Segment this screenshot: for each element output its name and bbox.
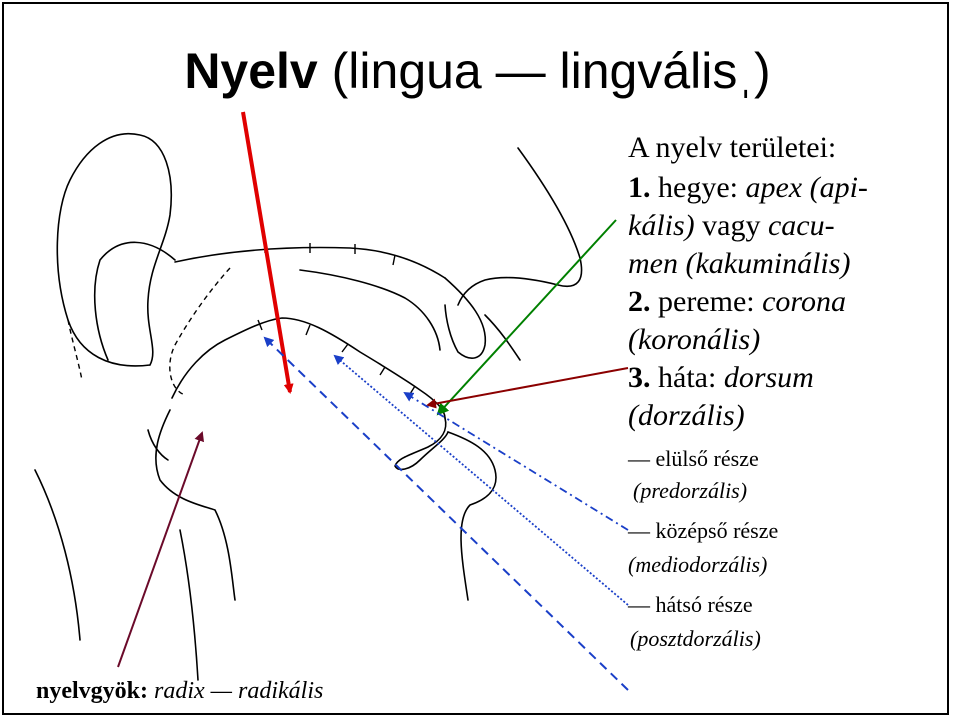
neck-outline [35,470,80,640]
lower-teeth-outline [395,418,448,469]
mediodorsum-arrow [335,356,628,605]
apex-line-1: 1. hegye: apex (api- [628,170,868,206]
upper-pharynx-outline [95,242,175,360]
front-adj: (predorzális) [633,478,747,504]
jaw-outline [156,410,235,600]
nose-outline [458,148,582,305]
nasal-opening [485,315,520,360]
upper-lip-outline [445,278,485,358]
apex-arrow [438,220,616,414]
corona-num: 2. [628,285,651,318]
dorsum-adj: (dorzális) [628,398,745,434]
epiglottis-outline [148,430,168,460]
dorsum-num: 3. [628,361,651,394]
corona-adj: (koronális) [628,322,760,358]
dorsum-line: 3. háta: dorsum [628,360,814,396]
upper-teeth-ridge [300,270,440,350]
throat-outline [180,530,198,680]
velum-dashed-2 [170,268,230,395]
corona-text: pereme: [651,285,763,318]
corona-term: corona [762,285,846,318]
root-arrow [118,433,202,667]
back-label: — hátsó része [628,592,753,618]
corona-arrow [428,368,628,405]
cacumen-term: cacu- [768,209,835,242]
root-label: nyelvgyök: radix — radikális [36,678,323,704]
apex-or: vagy [695,209,768,242]
title-arrow [243,112,290,392]
predorsum-arrow [405,393,628,530]
apex-term: apex (api- [745,171,867,204]
corona-line: 2. pereme: corona [628,284,846,320]
root-bold: nyelvgyök: [36,678,148,704]
lower-lip-outline [448,432,496,600]
mid-label: — középső része [628,518,778,544]
root-term: radix — radikális [148,678,323,704]
tongue-outline [172,318,445,418]
tongue-tick [342,344,348,352]
nasal-cavity-outline [57,134,171,366]
back-adj: (posztdorzális) [630,626,761,652]
front-label: — elülső része [628,446,759,472]
palate-tick [393,255,395,265]
tongue-tick [306,325,310,335]
mid-adj: (mediodorzális) [628,552,767,578]
velum-dashed-1 [68,320,82,380]
apex-text: hegye: [651,171,746,204]
apex-line-2: kális) vagy cacu- [628,208,835,244]
dorsum-text: háta: [651,361,724,394]
areas-heading: A nyelv területei: [628,130,836,166]
cacumen-term-cont: men (kakuminális) [628,246,850,282]
dorsum-term: dorsum [724,361,814,394]
tongue-tick [410,386,415,394]
tongue-tick [380,367,385,375]
apex-term-cont: kális) [628,209,695,242]
postdorsum-arrow [265,338,628,690]
apex-num: 1. [628,171,651,204]
